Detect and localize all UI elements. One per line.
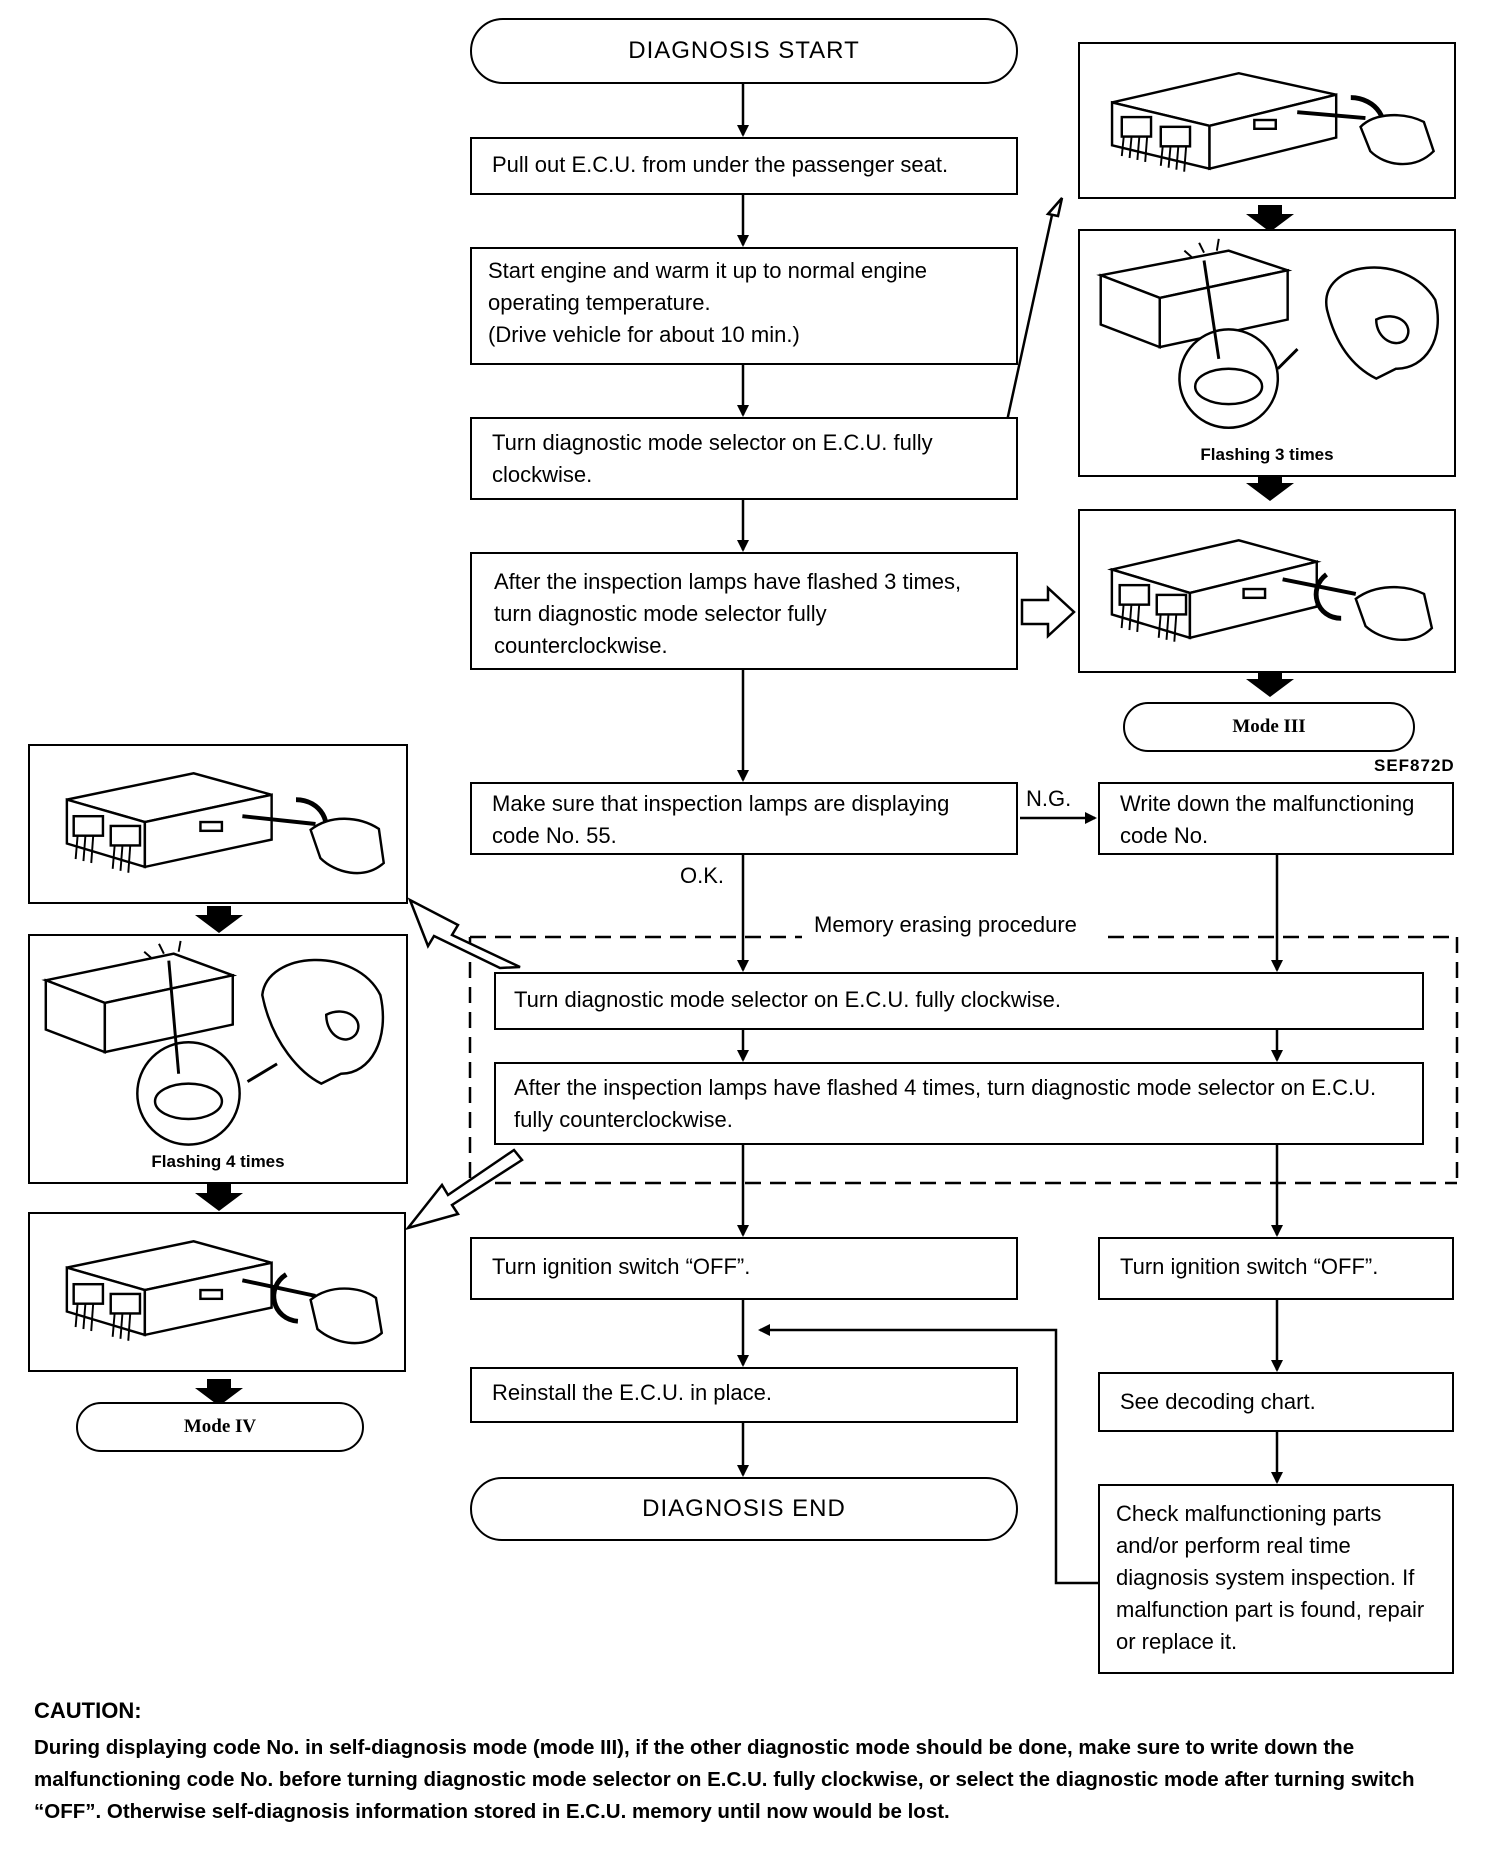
step-ignition-off-right: Turn ignition switch “OFF”. xyxy=(1098,1237,1454,1300)
step-write-down-code: Write down the malfunctioning code No. xyxy=(1098,782,1454,855)
figure-code: SEF872D xyxy=(1374,756,1455,775)
illustration-ecu-selector-ccw-left xyxy=(28,1212,406,1372)
caution-title: CAUTION: xyxy=(34,1698,142,1723)
mode-3-terminal: Mode III xyxy=(1123,702,1415,752)
ecu-flashing-lamp-icon xyxy=(41,940,385,1146)
illustration-lamp-flashing-4: Flashing 4 times xyxy=(28,934,408,1184)
step-turn-selector-clockwise: Turn diagnostic mode selector on E.C.U. … xyxy=(470,417,1018,500)
caution-note: CAUTION: During displaying code No. in s… xyxy=(34,1698,1474,1828)
step-check-code-55: Make sure that inspection lamps are disp… xyxy=(470,782,1018,855)
step-see-decoding-chart: See decoding chart. xyxy=(1098,1372,1454,1432)
step-check-malfunction-parts: Check malfunctioning parts and/or perfor… xyxy=(1098,1484,1454,1674)
mode-4-terminal: Mode IV xyxy=(76,1402,364,1452)
ecu-with-screwdriver-icon xyxy=(65,772,386,875)
step-pull-out-ecu: Pull out E.C.U. from under the passenger… xyxy=(470,137,1018,195)
illustration-ecu-selector-cw-top xyxy=(1078,42,1456,199)
caution-text: During displaying code No. in self-diagn… xyxy=(34,1736,1415,1823)
step-ignition-off-left: Turn ignition switch “OFF”. xyxy=(470,1237,1018,1300)
diagnosis-end: DIAGNOSIS END xyxy=(470,1477,1018,1541)
step-reinstall-ecu: Reinstall the E.C.U. in place. xyxy=(470,1367,1018,1423)
label-ok: O.K. xyxy=(680,863,725,888)
illustration-ecu-selector-cw-left xyxy=(28,744,408,904)
step-erase-turn-clockwise: Turn diagnostic mode selector on E.C.U. … xyxy=(494,972,1424,1030)
ecu-flashing-lamp-icon xyxy=(1096,238,1440,430)
step-erase-after-flash-4: After the inspection lamps have flashed … xyxy=(494,1062,1424,1145)
caption-flashing-4: Flashing 4 times xyxy=(151,1152,285,1171)
illustration-ecu-selector-ccw-right xyxy=(1078,509,1456,673)
ecu-with-screwdriver-icon xyxy=(1110,71,1436,172)
illustration-lamp-flashing-3: Flashing 3 times xyxy=(1078,229,1456,477)
label-ng: N.G. xyxy=(1026,786,1072,811)
memory-erasing-label: Memory erasing procedure xyxy=(810,912,1081,938)
ecu-with-screwdriver-icon xyxy=(65,1240,384,1345)
step-after-flash-3: After the inspection lamps have flashed … xyxy=(470,552,1018,670)
diagnosis-start: DIAGNOSIS START xyxy=(470,18,1018,84)
step-warm-up-engine: Start engine and warm it up to normal en… xyxy=(470,247,1018,365)
caption-flashing-3: Flashing 3 times xyxy=(1200,445,1334,464)
ecu-with-screwdriver-icon xyxy=(1107,539,1434,642)
